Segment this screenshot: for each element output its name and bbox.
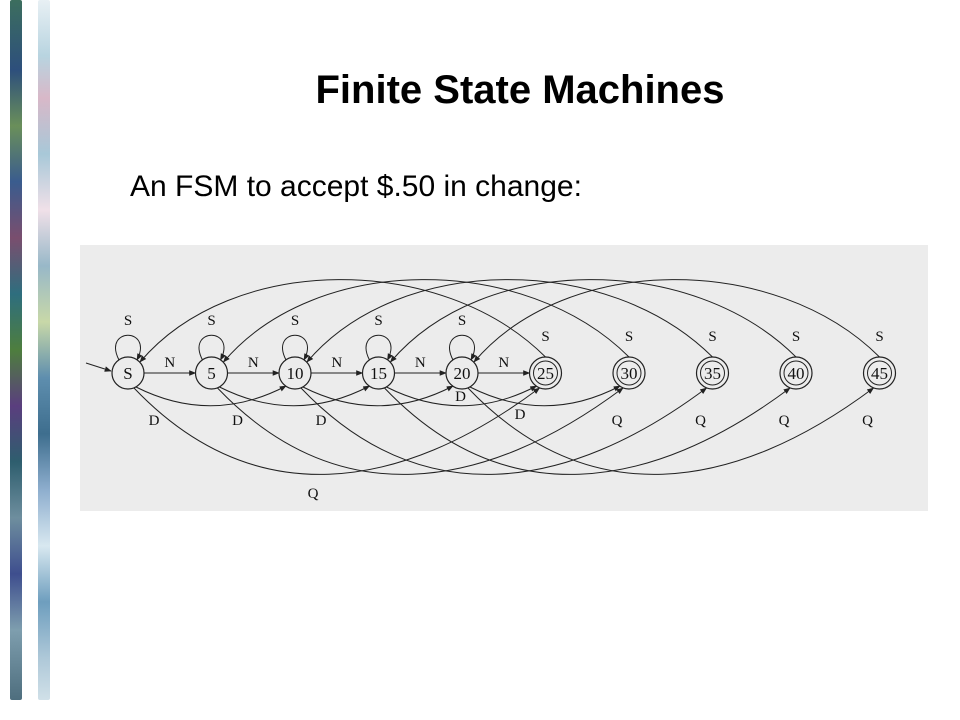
edge-label-35-10: S bbox=[708, 329, 716, 345]
state-circle-25 bbox=[528, 356, 563, 390]
edge-label-20-30: D bbox=[515, 407, 526, 423]
edge-label-20-20: S bbox=[458, 313, 466, 329]
edge-label-S-S: S bbox=[124, 313, 132, 329]
edge-label-40-15: S bbox=[792, 329, 800, 345]
transition-10-10-s bbox=[282, 334, 310, 361]
edge-label-5-30: Q bbox=[612, 413, 623, 429]
state-35: 35 bbox=[695, 356, 730, 390]
fsm-diagram: S 5 10 15 20 25 30 35 40 45 S S S S S S S S S S N N N N N D D D D D Q… bbox=[85, 279, 897, 502]
state-accepting-ring-35 bbox=[700, 360, 725, 386]
state-circle-30 bbox=[612, 356, 646, 390]
transition-20-45-q bbox=[467, 387, 875, 475]
state-label-S: S bbox=[123, 364, 132, 383]
edge-label-10-10: S bbox=[291, 313, 299, 329]
transition-45-20-s bbox=[473, 279, 880, 363]
state-circle-45 bbox=[862, 356, 897, 390]
decorative-side-strip-left bbox=[10, 0, 22, 700]
transition-15-25-d bbox=[386, 385, 538, 407]
state-label-15: 15 bbox=[370, 364, 387, 383]
edge-label-15-15: S bbox=[374, 313, 382, 329]
edge-label-5-10: N bbox=[248, 355, 259, 371]
edge-label-5-5: S bbox=[207, 313, 215, 329]
slide-subtitle: An FSM to accept $.50 in change: bbox=[130, 170, 582, 203]
state-label-35: 35 bbox=[704, 364, 721, 383]
state-40: 40 bbox=[779, 356, 813, 390]
edge-label-20-45: Q bbox=[862, 413, 873, 429]
transition-15-40-q bbox=[384, 387, 791, 475]
edge-label-5-15: D bbox=[232, 413, 243, 429]
state-label-40: 40 bbox=[788, 364, 805, 383]
transition-40-15-s bbox=[390, 279, 797, 363]
state-15: 15 bbox=[361, 356, 396, 390]
edge-label-15-40: Q bbox=[779, 413, 790, 429]
state-circle-20 bbox=[445, 356, 479, 390]
transition-5-30-q bbox=[217, 387, 624, 475]
edge-label-20-25: N bbox=[498, 355, 509, 371]
edge-label-10-15: N bbox=[331, 355, 342, 371]
edge-label-30-5: S bbox=[625, 329, 633, 345]
edge-label-15-25: D bbox=[455, 389, 466, 405]
state-S: S bbox=[111, 356, 145, 390]
transition-S-S-s bbox=[115, 334, 143, 361]
edge-label-S-10: D bbox=[149, 413, 160, 429]
state-label-10: 10 bbox=[287, 364, 304, 383]
transition-20-20-s bbox=[449, 334, 477, 361]
state-label-25: 25 bbox=[537, 364, 554, 383]
state-20: 20 bbox=[445, 356, 479, 390]
state-circle-40 bbox=[779, 356, 813, 390]
transition-5-15-d bbox=[219, 385, 371, 407]
edge-label-45-20: S bbox=[875, 329, 883, 345]
edge-label-15-20: N bbox=[415, 355, 426, 371]
edge-label-S-5: N bbox=[164, 355, 175, 371]
transition-S-25-q bbox=[133, 387, 541, 475]
transition-30-5-s bbox=[223, 279, 630, 363]
fsm-diagram-panel: S 5 10 15 20 25 30 35 40 45 S S S S S S S S S S N N N N N D D D D D Q… bbox=[80, 245, 928, 511]
state-5: 5 bbox=[194, 356, 229, 390]
transition-S-10-d bbox=[135, 385, 287, 407]
transition-10-35-q bbox=[300, 387, 708, 475]
transition-20-30-d bbox=[469, 385, 621, 407]
state-accepting-ring-45 bbox=[867, 360, 892, 386]
transition-25-S-s bbox=[139, 279, 546, 363]
state-30: 30 bbox=[612, 356, 646, 390]
start-arrow bbox=[85, 362, 112, 372]
transition-10-20-d bbox=[302, 385, 454, 407]
edge-label-25-S: S bbox=[541, 329, 549, 345]
state-circle-15 bbox=[361, 356, 396, 390]
slide-title: Finite State Machines bbox=[315, 68, 725, 112]
state-accepting-ring-30 bbox=[616, 360, 642, 386]
edge-label-S-25: Q bbox=[308, 486, 319, 502]
state-label-20: 20 bbox=[454, 364, 471, 383]
state-45: 45 bbox=[862, 356, 897, 390]
state-accepting-ring-40 bbox=[783, 360, 809, 386]
state-circle-5 bbox=[194, 356, 229, 390]
state-25: 25 bbox=[528, 356, 563, 390]
edge-label-10-20: D bbox=[316, 413, 327, 429]
state-10: 10 bbox=[278, 356, 312, 390]
state-label-45: 45 bbox=[871, 364, 888, 383]
state-circle-10 bbox=[278, 356, 312, 390]
transition-35-10-s bbox=[306, 279, 713, 363]
transition-15-15-s bbox=[365, 334, 393, 361]
state-label-30: 30 bbox=[621, 364, 638, 383]
state-circle-35 bbox=[695, 356, 730, 390]
state-accepting-ring-25 bbox=[533, 360, 558, 386]
transition-5-5-s bbox=[198, 334, 226, 361]
state-circle-S bbox=[111, 356, 145, 390]
state-label-5: 5 bbox=[207, 364, 216, 383]
edge-label-10-35: Q bbox=[695, 413, 706, 429]
decorative-side-strip-right bbox=[38, 0, 50, 700]
